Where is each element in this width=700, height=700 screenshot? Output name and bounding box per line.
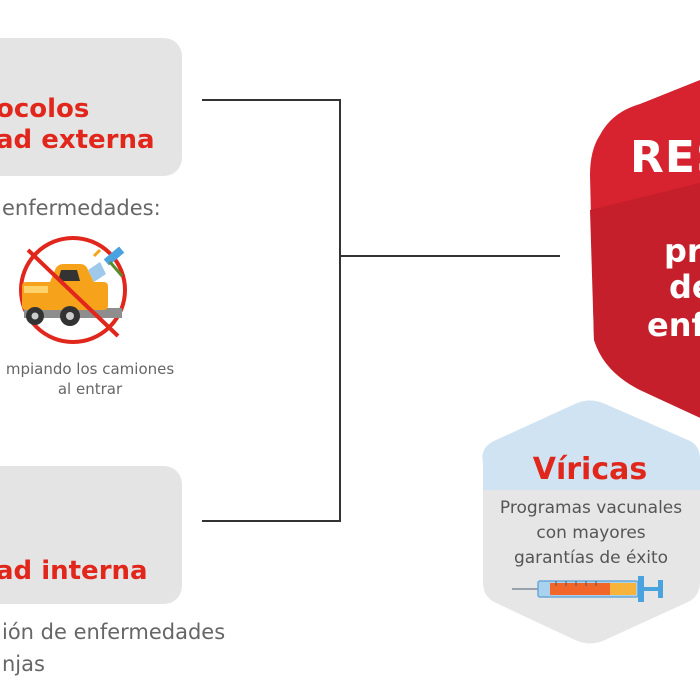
internal-description-line2: njas <box>2 652 45 676</box>
truck-caption-line1: mpiando los camiones <box>5 360 175 378</box>
main-hexagon-line2: de <box>669 268 700 306</box>
viricas-line2: con mayores <box>536 523 646 543</box>
internal-biosecurity-box <box>0 466 182 604</box>
main-hexagon-line1: pr <box>664 232 700 270</box>
external-biosecurity-box <box>0 38 182 176</box>
external-biosecurity-title-line1: ocolos <box>0 94 90 124</box>
main-hexagon-line3: enf <box>647 306 700 344</box>
viricas-title: Víricas <box>532 452 648 487</box>
connector-bottom <box>202 256 341 522</box>
main-hexagon-title: RES <box>630 132 700 183</box>
connector-top <box>202 99 341 256</box>
main-hexagon <box>590 80 700 418</box>
viricas-hexagon <box>482 400 700 644</box>
viricas-line1: Programas vacunales <box>499 498 683 518</box>
truck-caption-line2: al entrar <box>57 380 123 398</box>
internal-description-line1: ión de enfermedades <box>2 620 226 644</box>
viricas-line3: garantías de éxito <box>513 548 669 568</box>
syringe-icon <box>512 576 663 602</box>
truck-icon-slash <box>26 248 120 338</box>
internal-biosecurity-title: ad interna <box>0 556 148 586</box>
connector-lines <box>202 99 560 522</box>
spray-nozzle-icon <box>88 246 125 282</box>
diseases-label: enfermedades: <box>2 196 161 220</box>
external-biosecurity-title-line2: ad externa <box>0 125 155 155</box>
